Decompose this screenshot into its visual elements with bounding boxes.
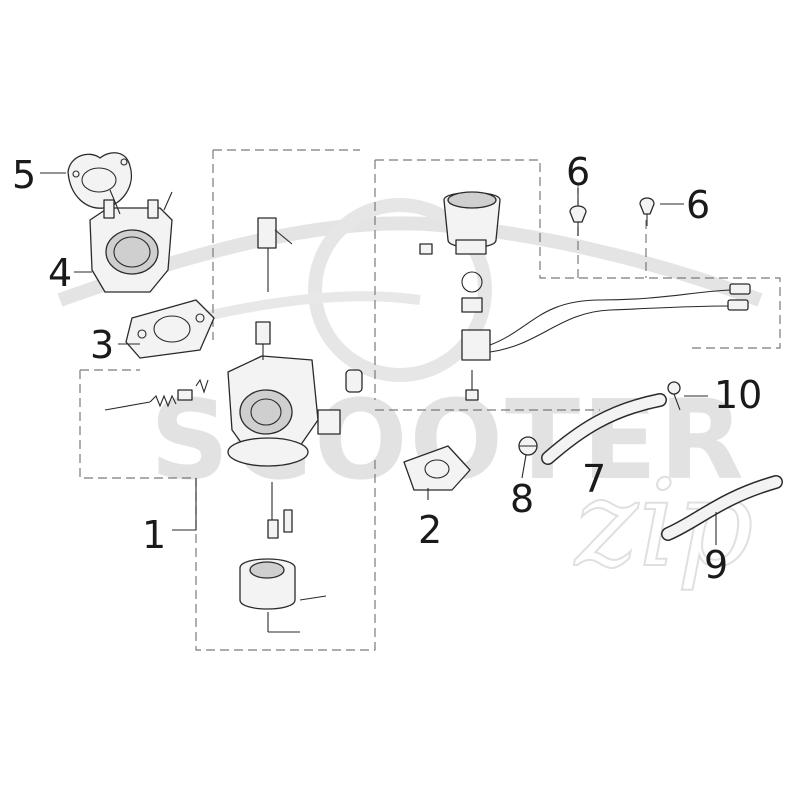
part-8-clamp	[518, 436, 538, 456]
assembly-frames	[79, 149, 781, 651]
callout-9: 9	[704, 543, 728, 587]
part-9-hose	[661, 475, 783, 541]
part-7-hose	[541, 393, 667, 465]
carburetor-assembly-frame	[79, 149, 376, 651]
callout-6-a: 6	[566, 150, 590, 194]
watermark-brand-script: zip	[573, 455, 753, 594]
callout-8: 8	[510, 477, 534, 521]
choke-assembly-frame	[374, 159, 781, 400]
part-5-gasket	[67, 152, 132, 209]
part-6-clips	[569, 197, 655, 236]
callout-labels: 1 2 3 4 5 6 6 7 8 9 10	[12, 150, 762, 587]
callout-6-b: 6	[686, 183, 710, 227]
callout-1: 1	[142, 513, 166, 557]
choke-assembly	[419, 191, 751, 401]
callout-5: 5	[12, 153, 36, 197]
leader-lines	[40, 172, 717, 633]
part-2-gasket	[403, 445, 471, 491]
part-1-carburetor	[104, 217, 363, 610]
callout-3: 3	[90, 323, 114, 367]
part-10-clip	[667, 381, 681, 411]
callout-2: 2	[418, 508, 442, 552]
part-3-gasket	[125, 299, 215, 359]
callout-4: 4	[48, 251, 72, 295]
callout-10: 10	[714, 373, 762, 417]
callout-7: 7	[582, 457, 606, 501]
part-4-insulator	[89, 191, 173, 293]
